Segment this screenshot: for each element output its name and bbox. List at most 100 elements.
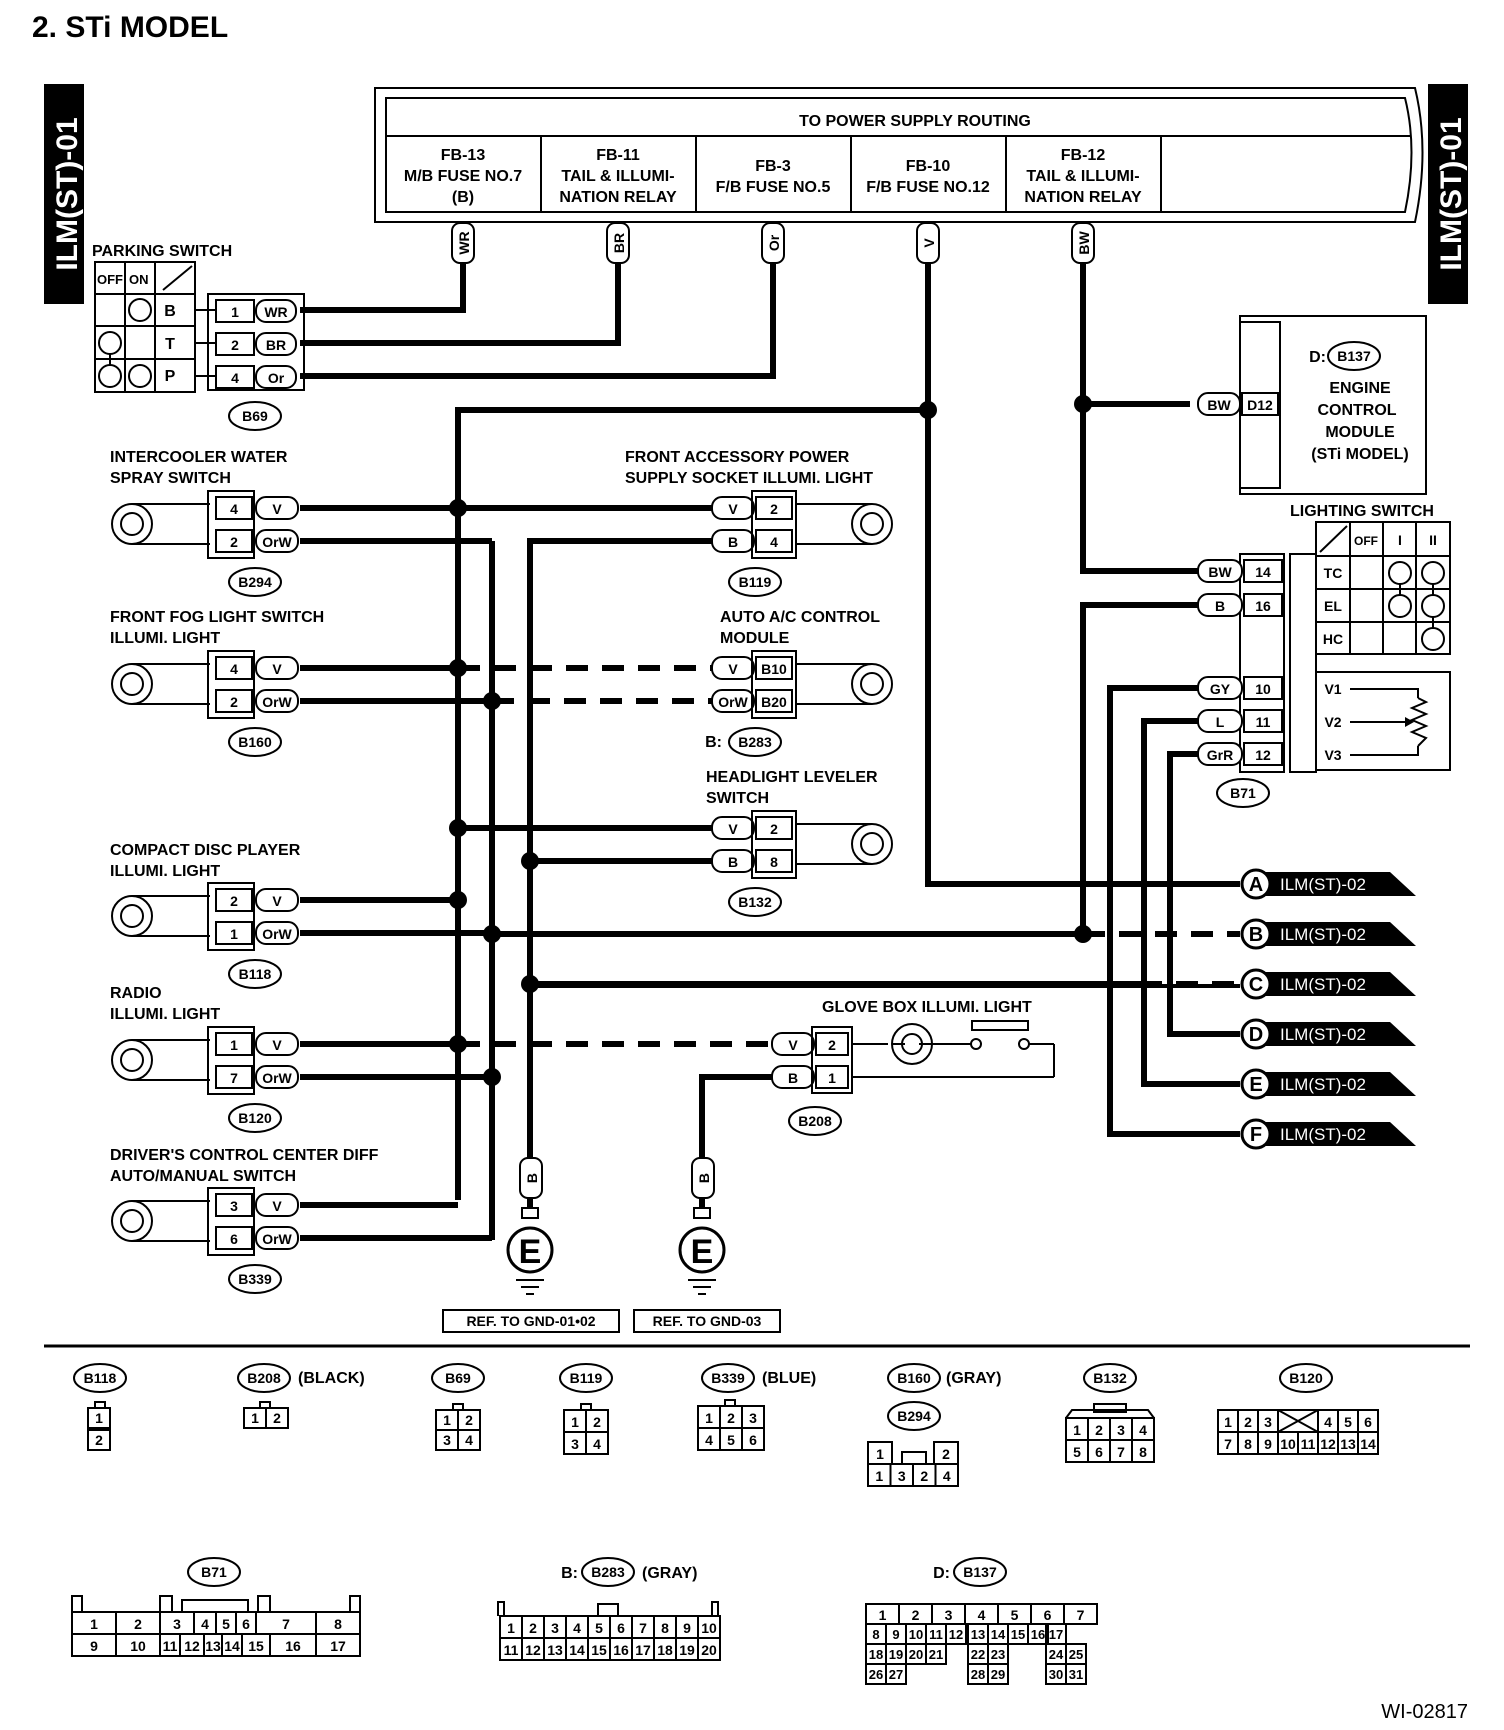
pin-number: 17 bbox=[1049, 1627, 1063, 1642]
figure-id: WI-02817 bbox=[1381, 1701, 1468, 1723]
harness-wires bbox=[300, 505, 1240, 1241]
lighting-switch-row: V3 bbox=[1324, 747, 1341, 763]
ground-wire: B bbox=[696, 1173, 712, 1183]
lighting-switch-wire: BW bbox=[1208, 564, 1232, 580]
page-title: 2. STi MODEL bbox=[32, 11, 228, 44]
pin-number: 10 bbox=[909, 1627, 923, 1642]
parking-switch-wire: Or bbox=[268, 370, 285, 386]
pin-number: 8 bbox=[1244, 1436, 1252, 1452]
ground-letter: E bbox=[691, 1233, 714, 1271]
parking-switch-connector: B69 bbox=[242, 408, 268, 424]
pin-number: 1 bbox=[705, 1410, 713, 1426]
device-label: DRIVER'S CONTROL CENTER DIFF bbox=[110, 1147, 379, 1164]
device-wire: OrW bbox=[718, 694, 748, 710]
pin-cell bbox=[1131, 1439, 1155, 1463]
connector-name: B160 bbox=[897, 1370, 931, 1386]
lighting-switch-pin: 16 bbox=[1255, 598, 1271, 614]
pin-number: 1 bbox=[879, 1607, 887, 1623]
pin-number: 2 bbox=[134, 1616, 142, 1632]
pin-cell bbox=[457, 1429, 481, 1451]
pin-number: 1 bbox=[1224, 1414, 1232, 1430]
pin-cell bbox=[87, 1407, 111, 1429]
connector-note: (GRAY) bbox=[642, 1565, 697, 1582]
pin-number: 8 bbox=[1139, 1444, 1147, 1460]
ground-2: B E REF. TO GND-03 bbox=[633, 1157, 781, 1333]
device-pin: 2 bbox=[230, 893, 238, 909]
lighting-switch: LIGHTING SWITCH OFF I II TC EL HC V1 V2 … bbox=[1197, 503, 1451, 808]
device-wire: B bbox=[728, 854, 738, 870]
connector-prefix: D: bbox=[933, 1565, 950, 1582]
pin-number: 16 bbox=[285, 1638, 301, 1654]
device-pin: B20 bbox=[761, 694, 787, 710]
lamp-icon bbox=[111, 895, 210, 937]
pin-number: 5 bbox=[595, 1620, 603, 1636]
parking-switch-pin: 2 bbox=[231, 337, 239, 353]
pin-number: 4 bbox=[201, 1616, 209, 1632]
ecm-label: (STi MODEL) bbox=[1311, 446, 1408, 463]
connector-name: B132 bbox=[1093, 1370, 1127, 1386]
device-label: INTERCOOLER WATER bbox=[110, 449, 288, 466]
offpage-ref: ILM(ST)-02 bbox=[1280, 1125, 1366, 1144]
device-label: FRONT ACCESSORY POWER bbox=[625, 449, 850, 466]
device-label: MODULE bbox=[720, 630, 790, 647]
connector-note: (BLUE) bbox=[762, 1370, 816, 1387]
connector-note: (BLACK) bbox=[298, 1370, 365, 1387]
pin-number: 3 bbox=[571, 1436, 579, 1452]
power-supply-heading: TO POWER SUPPLY ROUTING bbox=[799, 113, 1031, 130]
lighting-switch-col: II bbox=[1429, 532, 1437, 548]
device-wire: V bbox=[272, 893, 282, 909]
lighting-switch-pin: 10 bbox=[1255, 681, 1271, 697]
pin-number: 4 bbox=[978, 1607, 986, 1623]
pin-number: 10 bbox=[130, 1638, 146, 1654]
connector-note: (GRAY) bbox=[946, 1370, 1001, 1387]
connector-name: B339 bbox=[711, 1370, 745, 1386]
connector-name: B120 bbox=[1289, 1370, 1323, 1386]
pin-number: 1 bbox=[875, 1468, 883, 1484]
pin-number: 14 bbox=[1360, 1436, 1376, 1452]
pin-number: 3 bbox=[173, 1616, 181, 1632]
device-prefix: B: bbox=[705, 734, 722, 751]
offpage-letter: D bbox=[1249, 1024, 1263, 1046]
device-connector: B132 bbox=[738, 894, 772, 910]
side-tab-right: ILM(ST)-01 bbox=[1428, 84, 1468, 304]
lamp-icon bbox=[111, 663, 210, 705]
lighting-switch-row: TC bbox=[1324, 565, 1343, 581]
device-connector: B160 bbox=[238, 734, 272, 750]
pin-number: 17 bbox=[330, 1638, 346, 1654]
parking-switch: PARKING SWITCH OFF ON B T P 1 WR 2 BR 4 … bbox=[92, 243, 305, 431]
pin-number: 7 bbox=[1224, 1436, 1232, 1452]
pin-number: 8 bbox=[872, 1627, 879, 1642]
pin-number: 5 bbox=[1011, 1607, 1019, 1623]
device-wire: V bbox=[272, 1198, 282, 1214]
pin-number: 4 bbox=[943, 1468, 951, 1484]
pin-number: 3 bbox=[898, 1468, 906, 1484]
connector-name: B137 bbox=[963, 1564, 997, 1580]
pin-cell bbox=[934, 1463, 959, 1487]
pin-number: 9 bbox=[683, 1620, 691, 1636]
lighting-switch-row: HC bbox=[1323, 631, 1343, 647]
device-pin: 4 bbox=[230, 661, 238, 677]
device-wire: V bbox=[272, 661, 282, 677]
pin-number: 15 bbox=[1011, 1627, 1025, 1642]
device-label: SUPPLY SOCKET ILLUMI. LIGHT bbox=[625, 470, 873, 487]
pin-number: 25 bbox=[1069, 1647, 1083, 1662]
pin-number: 13 bbox=[971, 1627, 985, 1642]
pin-number: 12 bbox=[1320, 1436, 1336, 1452]
device-label: FRONT FOG LIGHT SWITCH bbox=[110, 609, 324, 626]
pin-number: 11 bbox=[163, 1638, 178, 1654]
parking-switch-off: OFF bbox=[97, 272, 123, 287]
fuse-label: TAIL & ILLUMI- bbox=[561, 168, 674, 185]
pin-number: 1 bbox=[90, 1616, 98, 1632]
lighting-switch-wire: GY bbox=[1210, 681, 1231, 697]
